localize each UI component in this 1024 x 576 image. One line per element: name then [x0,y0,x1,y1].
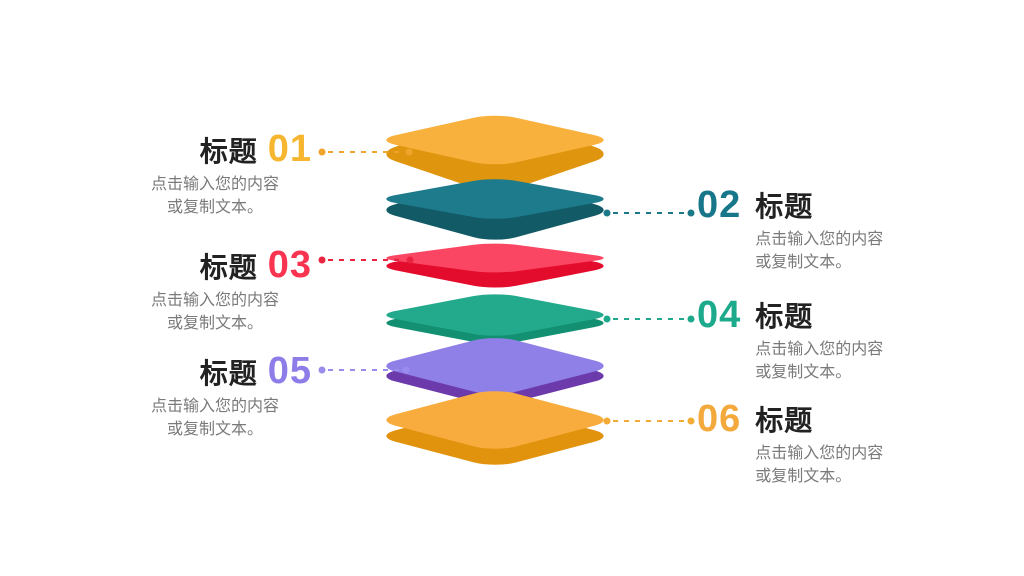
connector-05 [318,366,410,374]
connector-02-end-dot [687,209,695,217]
item-title: 标题 [755,405,814,436]
connector-04-start-dot [603,315,611,323]
layer-02 [386,179,604,240]
item-description: 点击输入您的内容 或复制文本。 [755,444,884,485]
connector-05-end-dot [402,366,410,374]
item-number: 01 [267,128,312,170]
connector-02-start-dot [603,209,611,217]
layer-06 [386,391,604,465]
label-block-04: 04 标题 点击输入您的内容 或复制文本。 [697,296,927,384]
item-description: 点击输入您的内容 或复制文本。 [150,397,279,438]
label-block-06: 06 标题 点击输入您的内容 或复制文本。 [697,400,927,488]
label-block-03: 标题 03 点击输入您的内容 或复制文本。 [118,246,312,335]
item-title: 标题 [199,252,258,283]
connector-03-start-dot [318,256,326,264]
layer-02-face [386,179,604,219]
layer-03-face [386,243,604,273]
item-title: 标题 [755,301,814,332]
connector-04-end-dot [687,315,695,323]
layer-05 [386,338,604,404]
item-number: 02 [697,184,742,226]
item-number: 05 [267,350,312,392]
connector-01-end-dot [405,148,413,156]
label-block-02: 02 标题 点击输入您的内容 或复制文本。 [697,186,927,274]
connector-06-start-dot [603,417,611,425]
layer-03 [386,243,604,288]
item-description: 点击输入您的内容 或复制文本。 [755,340,884,381]
item-number: 04 [697,294,742,336]
connector-03 [318,256,414,264]
item-title: 标题 [755,191,814,222]
item-description: 点击输入您的内容 或复制文本。 [150,175,279,216]
connector-03-end-dot [406,256,414,264]
connector-01 [318,148,413,156]
connector-05-start-dot [318,366,326,374]
layer-01-face [386,115,604,165]
item-description: 点击输入您的内容 或复制文本。 [150,291,279,332]
layer-06-face [386,391,604,449]
connector-02 [603,209,695,217]
connector-01-start-dot [318,148,326,156]
connector-04 [603,315,695,323]
item-title: 标题 [199,136,258,167]
layer-04-face [386,294,604,336]
item-title: 标题 [199,358,258,389]
item-number: 03 [267,244,312,286]
layer-04 [386,294,604,344]
item-number: 06 [697,398,742,440]
layer-05-face [386,338,604,394]
item-description: 点击输入您的内容 或复制文本。 [755,230,884,271]
label-block-05: 标题 05 点击输入您的内容 或复制文本。 [118,352,312,441]
connector-06-end-dot [687,417,695,425]
layer-01 [386,115,604,191]
label-block-01: 标题 01 点击输入您的内容 或复制文本。 [118,130,312,219]
connector-06 [603,417,695,425]
